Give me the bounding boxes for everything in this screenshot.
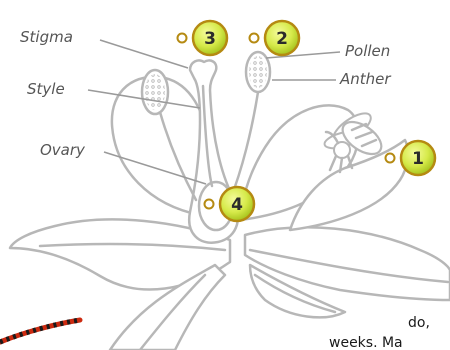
- label-stigma: Stigma: [20, 28, 73, 46]
- fragment-line-1: do,: [408, 315, 430, 331]
- label-pollen: Pollen: [345, 42, 390, 60]
- right-anther-pollen: [249, 56, 267, 88]
- fragment-line-2: weeks. Ma: [329, 335, 403, 350]
- badge-2-number: 2: [276, 29, 288, 49]
- stigma-leader: [100, 40, 188, 68]
- badge-2: 2: [250, 21, 300, 55]
- label-style: Style: [27, 80, 65, 98]
- badge-3-number: 3: [204, 29, 216, 49]
- pollen-thread: [0, 320, 80, 342]
- left-anther-pollen: [145, 74, 165, 110]
- lower-leaves: [10, 219, 450, 350]
- badge-3: 3: [178, 21, 228, 55]
- text-fragment: do, weeks. Ma: [329, 315, 430, 350]
- badge-1-number: 1: [412, 149, 424, 169]
- badge-4-number: 4: [231, 195, 243, 215]
- label-ovary: Ovary: [40, 141, 86, 159]
- label-anther: Anther: [339, 70, 391, 88]
